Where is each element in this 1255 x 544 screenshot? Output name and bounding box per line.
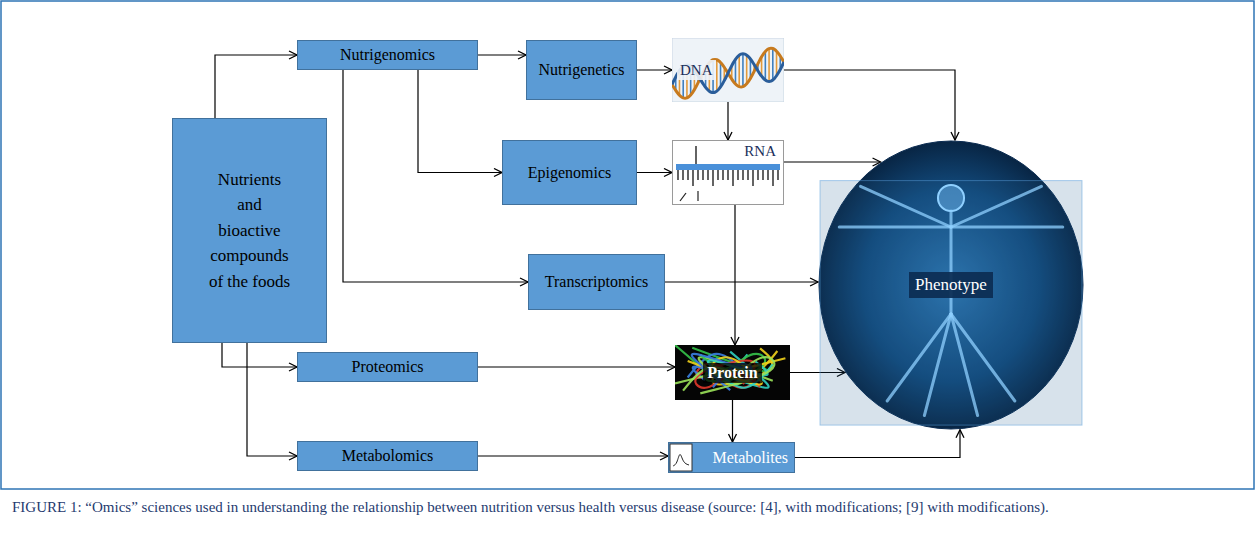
body-line: [924, 314, 951, 416]
arrow-connector: [665, 281, 818, 282]
arrow-connector: [784, 161, 881, 162]
metabolites-box: Metabolites: [668, 442, 795, 473]
rna-tick: [702, 170, 703, 180]
rna-tick: [692, 170, 693, 186]
arrow-connector: [727, 102, 728, 140]
process-box: Nutrigenomics: [297, 40, 478, 70]
rna-tick: [717, 170, 718, 180]
arrow-connector: [222, 343, 297, 367]
arrow-connector: [478, 455, 668, 456]
rna-tick: [697, 191, 698, 201]
process-box: Nutrigenetics: [526, 40, 637, 100]
process-box: Epigenomics: [502, 140, 637, 205]
node-label: Nutrigenomics: [340, 45, 435, 65]
dna-rung: [716, 60, 718, 92]
process-box: Transcriptomics: [528, 254, 665, 310]
body-line: [951, 186, 1041, 227]
rna-tick: [752, 170, 753, 186]
rna-tick: [695, 146, 696, 164]
rna-tick: [682, 170, 683, 180]
arrow-connector: [637, 172, 672, 173]
arrow-connector: [478, 366, 675, 367]
body-line: [951, 314, 1015, 401]
process-box: Proteomics: [297, 352, 478, 382]
arrow-connector: [478, 54, 526, 55]
rna-ground: [673, 141, 784, 205]
phenotype-frame: [820, 181, 1082, 426]
phenotype-ground: [819, 141, 1083, 429]
body-line: [861, 186, 951, 227]
node-label: Proteomics: [352, 357, 424, 377]
graph-icon: [670, 444, 692, 471]
node-label: RNA: [742, 142, 778, 161]
protein-image: Protein: [675, 345, 790, 400]
node-label: Metabolomics: [342, 446, 434, 466]
body-line: [951, 226, 1063, 229]
frame-border: [1, 1, 1254, 489]
rna-tick: [727, 170, 728, 180]
protein-ground: [675, 345, 790, 400]
rna-tick: [697, 170, 698, 180]
node-label: Phenotype: [909, 272, 993, 297]
rna-tick: [772, 170, 773, 186]
arrow-connector: [795, 430, 960, 458]
node-label: DNA: [677, 60, 716, 81]
rna-tick: [762, 170, 763, 180]
rna-tick: [677, 170, 678, 180]
rna-tick: [732, 170, 733, 186]
rna-tick: [757, 170, 758, 180]
rna-tick: [747, 170, 748, 180]
arrow-connector: [343, 70, 528, 282]
arrow-connector: [637, 69, 672, 70]
node-label: Epigenomics: [528, 163, 612, 183]
dna-ground: [672, 38, 784, 102]
dna-rung: [765, 51, 767, 80]
rna-tick: [742, 170, 743, 180]
dna-strand: [672, 48, 784, 98]
rna-tick: [777, 170, 778, 180]
node-label: Nutrients and bioactive compounds of the…: [206, 167, 294, 295]
phenotype-circle: Phenotype: [818, 140, 1084, 430]
rna-tick: [737, 170, 738, 180]
dna-rung: [742, 54, 744, 87]
dna-rung: [746, 55, 748, 84]
metabolites-ground: [669, 443, 795, 473]
rna-tick: [680, 193, 686, 201]
rna-image: RNA: [672, 140, 784, 205]
arrow-connector: [734, 205, 735, 345]
arrow-connector: [732, 400, 733, 442]
process-box: Metabolomics: [297, 441, 478, 471]
rna-tick: [722, 170, 723, 180]
dna-strand: [672, 54, 784, 93]
node-label: Transcriptomics: [545, 272, 648, 292]
rna-tick: [707, 170, 708, 180]
dna-rung: [772, 48, 774, 80]
rna-tick: [767, 170, 768, 180]
rna-bar: [676, 164, 780, 170]
body-head: [938, 185, 964, 211]
body-line: [839, 226, 951, 229]
arrow-connector: [784, 70, 955, 140]
input-box: Nutrients and bioactive compounds of the…: [172, 118, 327, 343]
graph-curve: [673, 454, 689, 466]
figure-caption: FIGURE 1: “Omics” sciences used in under…: [12, 497, 1244, 518]
node-label: Protein: [703, 363, 761, 383]
dna-rung: [738, 55, 740, 87]
arrow-connector: [215, 55, 297, 118]
node-label: Nutrigenetics: [538, 60, 624, 80]
body-line: [951, 314, 978, 416]
rna-tick: [687, 170, 688, 180]
arrow-connector: [418, 70, 502, 173]
dna-image: DNA: [672, 38, 784, 102]
node-label: Metabolites: [712, 448, 788, 468]
protein-ribbon: [683, 357, 774, 393]
arrow-connector: [247, 343, 297, 456]
body-line: [887, 314, 951, 401]
rna-tick: [712, 170, 713, 186]
dna-rung: [768, 48, 770, 81]
